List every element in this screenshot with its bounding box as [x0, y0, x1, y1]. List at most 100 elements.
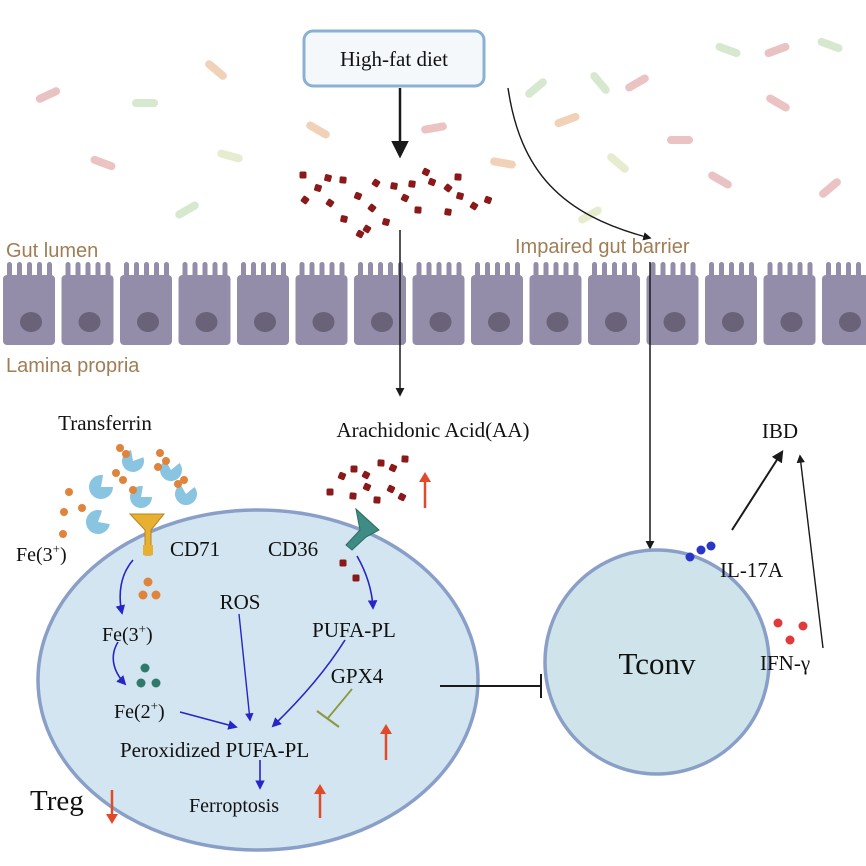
internal-aa-particles [339, 559, 360, 582]
nucleus [137, 312, 159, 332]
aa-particle [401, 455, 409, 463]
aa-increase-arrow [419, 472, 431, 508]
nucleus [488, 312, 510, 332]
fe3-ion [112, 469, 120, 477]
aa-particle [483, 195, 493, 205]
fe3-inside-label: Fe(3+) [102, 621, 153, 646]
bacterium [217, 149, 243, 163]
aa-particle [353, 191, 363, 201]
bacterium [715, 42, 741, 58]
free-fe3-ions [59, 444, 188, 538]
aa-particle [339, 176, 347, 184]
fe2-ion [151, 678, 161, 688]
aa-particle [443, 183, 453, 193]
fe3-ion [60, 508, 68, 516]
transferrin-protein [89, 475, 114, 499]
aa-particle [427, 177, 437, 187]
nucleus [78, 312, 101, 332]
cd36-receptor [345, 507, 380, 551]
fe3-ion [129, 486, 137, 494]
aa-particle [414, 206, 422, 214]
aa-particle [324, 174, 332, 182]
bacterium [590, 72, 610, 94]
aa-particle [397, 492, 407, 502]
enterocyte [705, 262, 757, 345]
gut-lumen-label: Gut lumen [6, 240, 98, 262]
fe3-ion [162, 457, 170, 465]
nucleus [254, 312, 276, 332]
enterocyte [237, 262, 289, 345]
enterocyte [471, 262, 523, 345]
aa-particle [390, 182, 398, 190]
aa-particle [355, 229, 365, 239]
nucleus [780, 312, 803, 332]
transferrin-protein [175, 484, 197, 505]
il17a-to-ibd-arrow [731, 449, 784, 531]
enterocyte [529, 262, 582, 345]
aa-particle [352, 574, 360, 582]
enterocyte [412, 262, 465, 345]
nucleus [546, 312, 569, 332]
enterocyte [588, 262, 640, 345]
fe3-ion [143, 577, 153, 587]
aa-particle [408, 180, 416, 188]
high-fat-diet-label: High-fat diet [340, 47, 448, 71]
enterocyte [61, 262, 114, 345]
bacterium [817, 37, 843, 53]
peroxidation-increase-arrow [380, 724, 392, 760]
aa-particle [362, 224, 372, 234]
ifng-to-ibd-arrow [796, 454, 824, 649]
ros-label: ROS [220, 590, 261, 614]
fe3-ion [78, 504, 86, 512]
bacterium [525, 78, 547, 98]
fe3-ion [174, 480, 182, 488]
aa-particle [350, 465, 358, 473]
nucleus [20, 312, 42, 332]
pufa-to-peroxidized-arrow [271, 639, 346, 728]
il17a-label: IL-17A [720, 558, 784, 582]
ferroptosis-increase-arrow [314, 784, 326, 818]
transferrin-protein [86, 510, 110, 534]
aa-particle [300, 195, 310, 205]
aa-particle [340, 215, 348, 223]
cd36-to-pufa-arrow [356, 555, 378, 610]
aa-particle [400, 193, 410, 203]
aa-particle [371, 178, 381, 188]
gpx4-inhibition-bar [316, 710, 340, 728]
bacterium [90, 155, 116, 171]
internal-fe3-dots [138, 577, 161, 600]
enterocyte [354, 262, 406, 345]
fe3-ion [119, 476, 127, 484]
cd36-label: CD36 [268, 537, 318, 561]
fe3-ion [151, 590, 161, 600]
bacterium [764, 42, 790, 58]
treg-cell [36, 508, 480, 852]
cd71-receptor [128, 513, 166, 556]
fe3-outside-label: Fe(3+) [16, 541, 67, 566]
nucleus [722, 312, 744, 332]
cd71-label: CD71 [170, 537, 220, 561]
aa-particle [337, 471, 347, 481]
treg-decrease-arrow [106, 790, 118, 824]
aa-particle [367, 203, 377, 213]
bacterium [708, 171, 732, 189]
aa-particle [349, 492, 357, 500]
transferrin-label: Transferrin [58, 411, 152, 435]
bacterium [421, 122, 447, 134]
bacterium [766, 94, 790, 112]
pufa-pl-label: PUFA-PL [312, 618, 396, 642]
aa-particle [314, 184, 322, 192]
fe3-ion [116, 444, 124, 452]
enterocyte [763, 262, 816, 345]
aa-particle [454, 173, 462, 181]
aa-particle [382, 218, 390, 226]
gpx4-inhibition-line [327, 688, 353, 719]
ros-to-peroxidized-arrow [238, 613, 254, 722]
nucleus [371, 312, 393, 332]
transferrin-protein [122, 450, 144, 472]
nucleus [195, 312, 218, 332]
fe3-ion [59, 530, 67, 538]
impaired-barrier-label: Impaired gut barrier [515, 236, 690, 258]
gut-bacteria [35, 37, 843, 224]
bacterium [306, 121, 330, 139]
